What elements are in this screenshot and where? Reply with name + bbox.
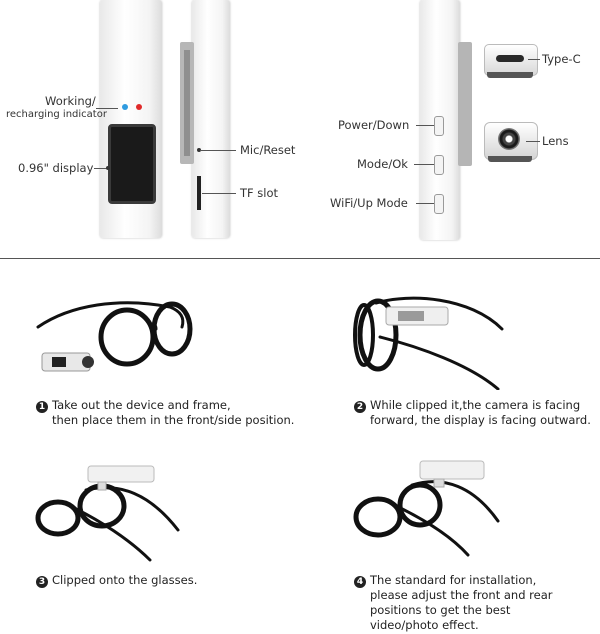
step-2-number: 2: [354, 401, 366, 413]
indicator-blue-led: [122, 104, 128, 110]
mode-ok-label: Mode/Ok: [357, 157, 408, 171]
step2-device-icon: [385, 306, 449, 326]
lens-label: Lens: [542, 134, 569, 148]
step-1-line-2: then place them in the front/side positi…: [52, 413, 295, 427]
step-2-line-2: forward, the display is facing outward.: [370, 413, 591, 427]
lens-base: [488, 156, 532, 162]
device-display-screen: [108, 124, 156, 204]
step-1-line-1: Take out the device and frame,: [52, 398, 231, 412]
section-divider: [0, 258, 600, 259]
step-3-instruction: 3 Clipped onto the glasses.: [36, 573, 197, 588]
step-2-line-1: While clipped it,the camera is facing: [370, 398, 581, 412]
step-4-number: 4: [354, 576, 366, 588]
step4-device-icon: [419, 460, 485, 488]
step-3-line-1: Clipped onto the glasses.: [52, 573, 198, 587]
step-4-instruction: 4 The standard for installation, please a…: [354, 573, 552, 633]
step3-device-icon: [87, 465, 155, 491]
step4-illustration: [353, 460, 500, 557]
step-4-line-3: positions to get the best: [370, 603, 511, 617]
clip-bracket-inner: [184, 50, 190, 156]
step-2-instruction: 2 While clipped it,the camera is facing f…: [354, 398, 591, 428]
lens-icon: [498, 128, 520, 150]
clip-bracket-right: [458, 42, 472, 166]
type-c-port-slot: [496, 55, 524, 62]
type-c-base: [487, 72, 533, 78]
step-4-line-2: please adjust the front and rear: [370, 588, 553, 602]
tf-slot-label: TF slot: [240, 186, 279, 200]
step1-illustration: [36, 301, 193, 372]
type-c-label: Type-C: [542, 52, 581, 66]
step-4-line-1: The standard for installation,: [370, 573, 537, 587]
indicator-label-line2: recharging indicator: [6, 109, 107, 120]
power-down-label: Power/Down: [338, 118, 410, 132]
power-down-button[interactable]: [434, 116, 444, 136]
display-label: 0.96" display: [18, 161, 94, 175]
mode-ok-button[interactable]: [434, 155, 444, 175]
wifi-up-mode-label: WiFi/Up Mode: [330, 196, 408, 210]
step2-illustration: [353, 296, 504, 390]
step-3-number: 3: [36, 576, 48, 588]
step-1-number: 1: [36, 401, 48, 413]
tf-slot-opening: [197, 176, 201, 210]
mic-reset-label: Mic/Reset: [240, 143, 296, 157]
step1-device-icon: [41, 352, 94, 372]
indicator-label-line1: Working/: [45, 94, 96, 108]
step-4-line-4: video/photo effect.: [370, 618, 479, 632]
indicator-red-led: [136, 104, 142, 110]
wifi-up-button[interactable]: [434, 194, 444, 214]
step-1-instruction: 1 Take out the device and frame, then pla…: [36, 398, 294, 428]
step3-illustration: [35, 465, 180, 562]
